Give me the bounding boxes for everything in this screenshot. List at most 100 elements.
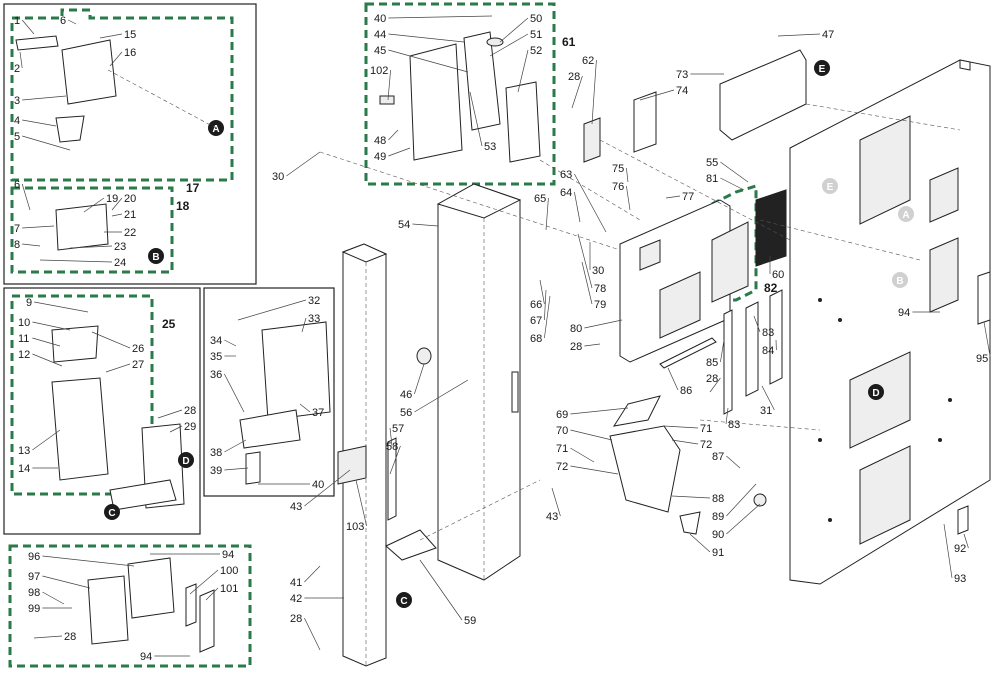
lid-part-69	[612, 395, 661, 427]
part-label-19-10: 19	[106, 193, 118, 205]
part-label-32-28: 32	[308, 295, 320, 307]
part-label-91-104: 91	[712, 547, 724, 559]
leader-line-p38-34	[224, 439, 247, 453]
leader-line-p6-9	[21, 183, 31, 211]
part-label-27-23: 27	[132, 359, 144, 371]
cover-part-73	[719, 49, 807, 141]
part-label-85-82: 85	[706, 357, 718, 369]
leader-line-p3-6	[22, 95, 67, 101]
leader-line-p12-22	[32, 353, 63, 367]
leader-line-p2-5	[19, 51, 23, 69]
part-label-75-65: 75	[612, 163, 624, 175]
leader-line-p6-2	[68, 19, 77, 25]
leader-line-p83-86	[725, 407, 729, 425]
bar-part-86	[659, 337, 717, 369]
leader-line-p51-49	[489, 33, 529, 57]
leader-line-p72-96	[671, 439, 699, 445]
part-label-72-96: 72	[700, 439, 712, 451]
leader-line-p80-77	[584, 319, 623, 329]
part-label-81-63: 81	[706, 173, 718, 185]
part-label-42-110: 42	[290, 593, 302, 605]
leader-line-p31-85	[761, 385, 775, 411]
leader-line-p28-26	[157, 409, 183, 419]
leader-line-p83-80	[753, 315, 761, 333]
marker-e-dark: E	[814, 60, 830, 76]
tall-column-part-54	[436, 183, 522, 581]
part-label-37-33: 37	[312, 407, 324, 419]
bracket-part-74	[633, 91, 657, 153]
leader-line-p78-72	[577, 233, 593, 289]
leader-line-p27-23	[105, 363, 131, 373]
leader-line-p21-12	[111, 213, 123, 217]
marker-e-light: E	[822, 178, 838, 194]
leader-line-p68-76	[544, 295, 551, 339]
part-label-95-88: 95	[976, 353, 988, 365]
group-outline-61	[364, 2, 556, 186]
marker-c-dark-1: C	[104, 504, 120, 520]
leader-line-p67-75	[544, 289, 547, 321]
part-label-77-67: 77	[682, 191, 694, 203]
leader-line-p55-62	[720, 161, 749, 183]
part-label-9-18: 9	[26, 297, 32, 309]
tray-part-4	[55, 115, 85, 143]
latch-part-92	[957, 505, 969, 535]
part-label-28-26: 28	[184, 405, 196, 417]
plate-part-62	[583, 117, 601, 163]
leader-line-p52-51	[517, 49, 529, 93]
leader-line-p28-83	[709, 377, 721, 393]
leader-line-p101-41	[205, 587, 219, 601]
part-label-28-78: 28	[570, 341, 582, 353]
part-label-26-20: 26	[132, 343, 144, 355]
leader-line-p44-48	[388, 33, 465, 43]
bracket-part-101	[199, 589, 215, 653]
leader-line-p49-55	[388, 147, 411, 157]
marker-b-dark-label: B	[152, 252, 159, 263]
part-label-83-86: 83	[728, 419, 740, 431]
part-label-56-90: 56	[400, 407, 412, 419]
leader-line-p89-102	[726, 483, 757, 517]
leader-line-p90-103	[726, 503, 761, 535]
part-label-92-105: 92	[954, 543, 966, 555]
group-label-82: 82	[764, 281, 778, 295]
part-label-52-51: 52	[530, 45, 542, 57]
screen-part-82	[711, 221, 749, 303]
leader-line-p64-68	[574, 191, 581, 223]
marker-d-dark-1: D	[178, 452, 194, 468]
leader-line-p24-17	[39, 259, 113, 263]
part-label-31-85: 31	[760, 405, 772, 417]
part-label-21-12: 21	[124, 209, 136, 221]
leader-line-p7-14	[22, 225, 55, 229]
part-label-71-94: 71	[700, 423, 712, 435]
marker-a-dark-label: A	[212, 124, 219, 135]
group-label-25: 25	[162, 317, 176, 331]
part-label-50-47: 50	[530, 13, 542, 25]
part-label-28-111: 28	[290, 613, 302, 625]
part-label-43-107: 43	[290, 501, 302, 513]
rail-part-83b	[745, 301, 759, 397]
part-label-43-99: 43	[546, 511, 558, 523]
part-label-14-25: 14	[18, 463, 30, 475]
part-label-86-84: 86	[680, 385, 692, 397]
part-label-15-3: 15	[124, 29, 136, 41]
leader-line-p71-97	[570, 447, 595, 463]
marker-b-light-label: B	[896, 276, 903, 287]
part-label-35-31: 35	[210, 351, 222, 363]
part-label-63-64: 63	[560, 169, 572, 181]
marker-a-light: A	[898, 206, 914, 222]
leader-line-p63-64	[574, 173, 607, 233]
part-label-49-55: 49	[374, 151, 386, 163]
plate-part-103	[337, 445, 367, 485]
part-label-84-81: 84	[762, 345, 774, 357]
part-label-12-22: 12	[18, 349, 30, 361]
part-label-11-21: 11	[18, 333, 29, 345]
washer-part-50	[486, 37, 504, 47]
group-outline-bottom-left	[8, 544, 252, 668]
main-cabinet-panel	[789, 59, 991, 585]
leader-line-p10-19	[32, 321, 71, 331]
leader-line-p76-66	[626, 185, 631, 211]
group-label-18: 18	[176, 199, 190, 213]
leader-line-p102-52	[387, 69, 391, 101]
part-label-87-100: 87	[712, 451, 724, 463]
mechanism-part-7	[55, 203, 109, 251]
leader-line-p11-21	[32, 337, 61, 347]
